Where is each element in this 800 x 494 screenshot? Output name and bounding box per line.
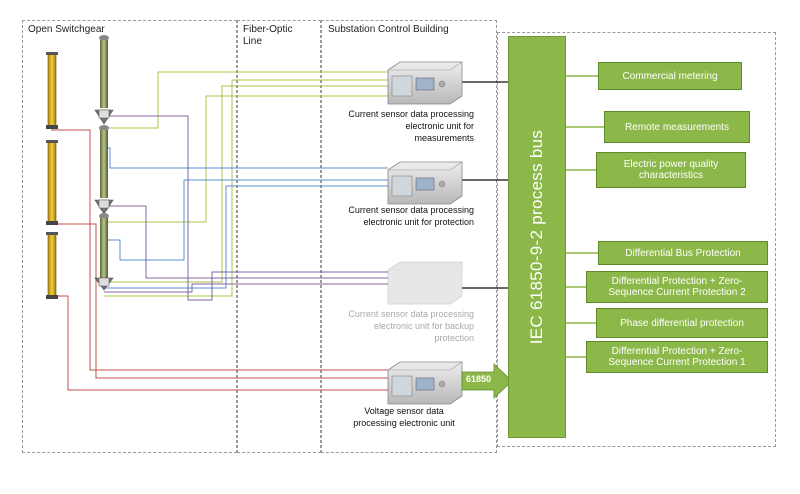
function-phase-differential: Phase differential protection: [596, 308, 768, 338]
function-differential-bus-protection: Differential Bus Protection: [598, 241, 768, 265]
green-signal-lines: [103, 71, 388, 297]
function-diff-zero-seq-1: Differential Protection + Zero-Sequence …: [586, 341, 768, 373]
process-bus: [508, 36, 566, 438]
current-sensor-3: [94, 213, 114, 291]
process-bus-zone: [497, 32, 776, 447]
unit-protection: [387, 161, 463, 205]
unit-measurements: [387, 61, 463, 105]
unit-backup-label: Current sensor data processing electroni…: [348, 309, 474, 343]
voltage-sensors: [46, 52, 58, 299]
open-switchgear-label: Open Switchgear: [28, 24, 105, 35]
function-remote-measurements: Remote measurements: [604, 111, 750, 143]
unit-backup: [387, 261, 463, 305]
voltage-sensor-1: [47, 53, 57, 127]
function-commercial-metering: Commercial metering: [598, 62, 742, 90]
bus-function-links: [566, 75, 604, 358]
purple-signal-lines: [104, 115, 388, 301]
bus-arrow: [461, 363, 513, 399]
control-building-zone: [321, 20, 497, 453]
fiber-optic-zone: [237, 20, 321, 453]
unit-voltage-label: Voltage sensor data processing electroni…: [353, 406, 455, 428]
current-sensor-2: [94, 125, 114, 215]
voltage-sensor-2: [47, 141, 57, 223]
fiber-optic-label: Fiber-Optic Line: [243, 24, 293, 47]
function-diff-zero-seq-2: Differential Protection + Zero-Sequence …: [586, 271, 768, 303]
unit-bus-links: [462, 81, 508, 289]
bus-arrow-label: 61850: [466, 374, 492, 384]
control-building-label: Substation Control Building: [328, 24, 449, 35]
unit-voltage: [387, 361, 463, 405]
open-switchgear-zone: [22, 20, 237, 453]
function-power-quality: Electric power quality characteristics: [596, 152, 746, 188]
voltage-sensor-3: [47, 233, 57, 297]
current-sensors: [94, 35, 114, 291]
current-sensor-1: [94, 35, 114, 125]
unit-measurements-label: Current sensor data processing electroni…: [348, 109, 474, 143]
unit-protection-label: Current sensor data processing electroni…: [348, 205, 474, 227]
process-bus-label: IEC 61850-9-2 process bus: [527, 129, 546, 345]
